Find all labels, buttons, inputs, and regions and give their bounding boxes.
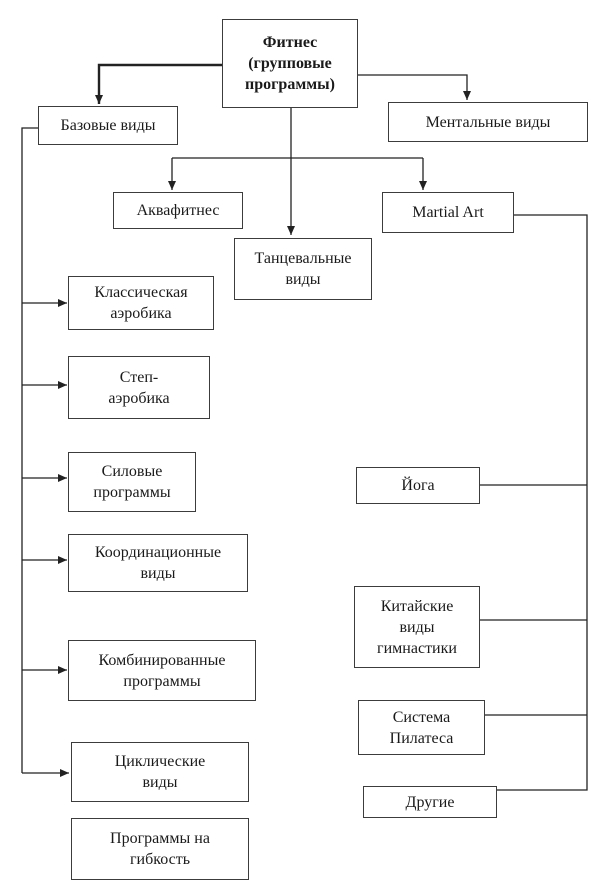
node-pilates-system: Система Пилатеса [358, 700, 485, 755]
edge-root-basic [95, 63, 222, 104]
node-flexibility-programs: Программы на гибкость [71, 818, 249, 880]
edge-root-mental [358, 74, 471, 100]
node-martial-art: Martial Art [382, 192, 514, 233]
node-yoga: Йога [356, 467, 480, 504]
node-basic-types: Базовые виды [38, 106, 178, 145]
node-other: Другие [363, 786, 497, 818]
node-root-fitness: Фитнес (групповые программы) [222, 19, 358, 108]
node-dance-types: Танцевальные виды [234, 238, 372, 300]
node-strength-programs: Силовые программы [68, 452, 196, 512]
edge-basic-spine [21, 127, 38, 773]
node-step-aerobics: Степ- аэробика [68, 356, 210, 419]
node-coordination-types: Координационные виды [68, 534, 248, 592]
node-classic-aerobics: Классическая аэробика [68, 276, 214, 330]
node-cyclic-types: Циклические виды [71, 742, 249, 802]
node-chinese-gymnastics: Китайские виды гимнастики [354, 586, 480, 668]
node-mental-types: Ментальные виды [388, 102, 588, 142]
edge-martial-spine [497, 214, 588, 791]
node-aquafitness: Аквафитнес [113, 192, 243, 229]
node-combined-programs: Комбинированные программы [68, 640, 256, 701]
